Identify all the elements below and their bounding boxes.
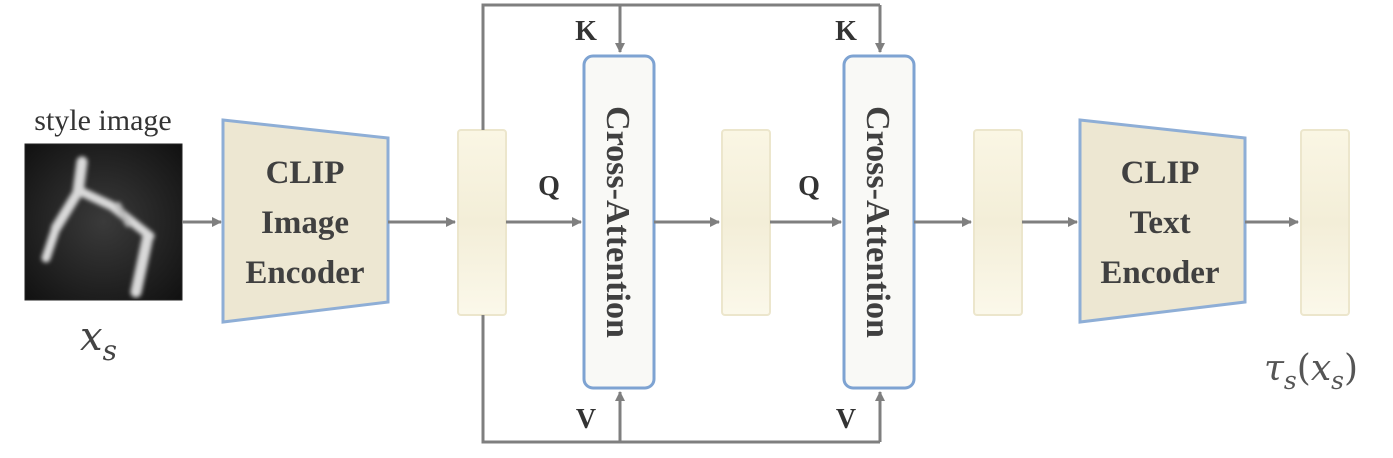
image-feature-block <box>457 129 507 316</box>
clip-text-encoder: CLIP Text Encoder <box>1078 118 1247 324</box>
value-label-2: V <box>836 404 856 435</box>
text-encoder-line2: Text <box>1129 205 1190 241</box>
style-image <box>24 143 183 301</box>
value-connector-lines <box>481 315 885 444</box>
cross-attention-block-2: Cross-Attention <box>842 54 916 390</box>
query-label-2: Q <box>798 171 820 202</box>
style-image-caption: style image <box>34 104 171 137</box>
text-encoder-line1: CLIP <box>1121 155 1200 191</box>
attention2-feature-block <box>973 129 1023 316</box>
clip-image-encoder: CLIP Image Encoder <box>221 118 390 324</box>
value-label-1: V <box>576 404 596 435</box>
key-label-1: K <box>575 16 597 47</box>
attention1-feature-block <box>721 129 771 316</box>
image-encoder-line2: Image <box>261 205 349 241</box>
style-image-symbol: xs <box>80 314 117 367</box>
image-encoder-line3: Encoder <box>245 255 364 291</box>
cross-attention-label-2: Cross-Attention <box>859 106 896 338</box>
text-encoder-line3: Encoder <box>1100 255 1219 291</box>
query-label-1: Q <box>538 171 560 202</box>
cross-attention-block-1: Cross-Attention <box>582 54 656 390</box>
key-label-2: K <box>835 16 857 47</box>
output-embedding-block <box>1300 129 1350 316</box>
key-connector-lines <box>481 3 885 130</box>
output-symbol: τs(xs) <box>1264 348 1358 395</box>
image-encoder-line1: CLIP <box>266 155 345 191</box>
cross-attention-label-1: Cross-Attention <box>599 106 636 338</box>
